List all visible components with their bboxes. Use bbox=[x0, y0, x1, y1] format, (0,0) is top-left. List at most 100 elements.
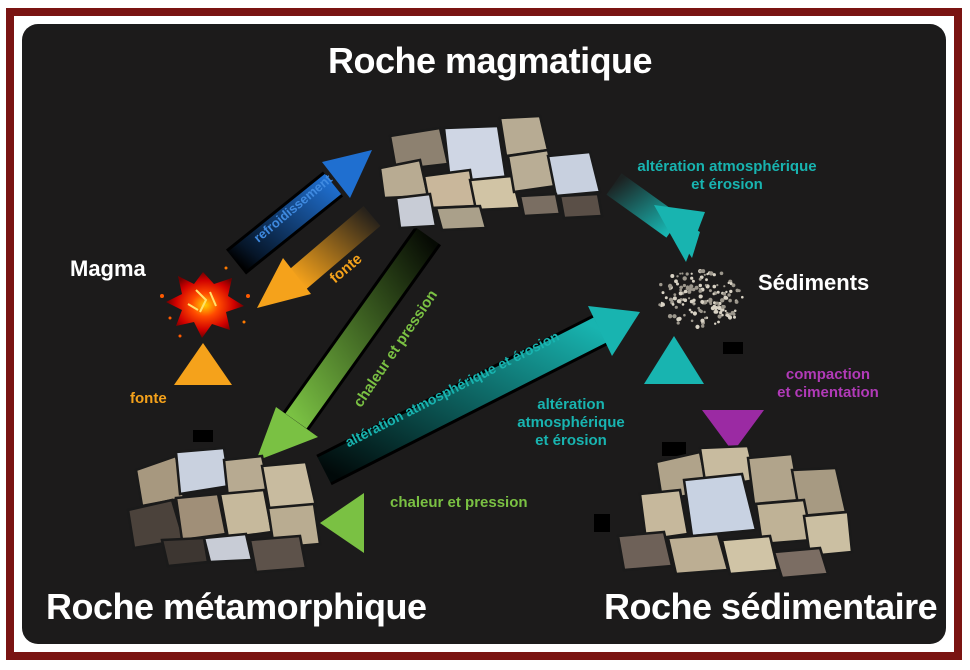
sediment-grain bbox=[675, 306, 678, 309]
sediment-grain bbox=[727, 293, 730, 296]
sediment-grain bbox=[677, 321, 680, 324]
sediment-grain bbox=[714, 323, 716, 325]
sediment-grain bbox=[670, 274, 674, 278]
process-label-chaleur-bottom: chaleur et pression bbox=[390, 494, 528, 512]
sediment-grain bbox=[708, 298, 712, 302]
sediment-grain bbox=[715, 303, 717, 305]
node-label-sedimentaire: Roche sédimentaire bbox=[604, 586, 937, 628]
sediment-grain bbox=[690, 311, 693, 314]
sediment-grain bbox=[672, 303, 675, 306]
sediment-grain bbox=[688, 297, 690, 299]
sediment-grain bbox=[698, 309, 701, 312]
sediment-grain bbox=[679, 289, 682, 292]
node-label-magmatique: Roche magmatique bbox=[328, 40, 652, 82]
sediment-grain bbox=[689, 309, 692, 312]
sediment-grain bbox=[700, 300, 704, 304]
sediment-grain bbox=[711, 306, 715, 310]
process-label-compaction: compaction et cimentation bbox=[762, 366, 894, 402]
process-label-fonte-lower: fonte bbox=[130, 390, 167, 408]
sediment-grain bbox=[680, 286, 683, 289]
sediment-grain bbox=[668, 314, 672, 318]
sediment-grain bbox=[690, 277, 693, 280]
sediment-grain bbox=[692, 299, 695, 302]
sediment-grain bbox=[709, 302, 712, 305]
sediment-grain bbox=[674, 279, 678, 283]
sediment-grain bbox=[683, 314, 686, 317]
magma-image bbox=[160, 267, 250, 339]
sediment-grain bbox=[669, 288, 671, 290]
sediment-grain bbox=[682, 303, 685, 306]
sediment-grain bbox=[741, 296, 744, 299]
sediment-grain bbox=[713, 293, 715, 295]
sediment-grain bbox=[701, 269, 705, 273]
sediment-grain bbox=[704, 274, 706, 276]
sediment-grain bbox=[679, 273, 681, 275]
sediment-grain bbox=[700, 295, 703, 298]
sediment-grain bbox=[731, 311, 735, 315]
sediment-grain bbox=[703, 311, 705, 313]
sediment-grain bbox=[723, 285, 725, 287]
sediments-image bbox=[658, 269, 743, 329]
sediment-grain bbox=[668, 284, 672, 288]
sediment-grain bbox=[699, 284, 702, 287]
process-label-alteration-lower-line1: altération bbox=[508, 396, 634, 414]
process-label-compaction-line1: compaction bbox=[762, 366, 894, 384]
sediment-grain bbox=[705, 284, 707, 286]
process-label-compaction-line2: et cimentation bbox=[762, 384, 894, 402]
process-label-alteration-top: altération atmosphérique et érosion bbox=[610, 158, 844, 194]
sediment-grain bbox=[735, 300, 739, 304]
sediment-grain bbox=[692, 280, 695, 283]
arrow-compaction bbox=[702, 342, 764, 452]
node-label-metamorphique: Roche métamorphique bbox=[46, 586, 427, 628]
sediment-grain bbox=[701, 324, 704, 327]
sediment-grain bbox=[682, 298, 685, 301]
sediment-grain bbox=[673, 293, 676, 296]
sediment-grain bbox=[693, 303, 695, 305]
sediment-grain bbox=[661, 302, 663, 304]
sediment-grain bbox=[728, 299, 732, 303]
sediment-grain bbox=[718, 314, 722, 318]
sediment-grain bbox=[713, 273, 716, 276]
sediment-grain bbox=[691, 273, 693, 275]
sediment-grain bbox=[684, 290, 688, 294]
sediment-grain bbox=[714, 310, 718, 314]
arrow-fonte-metamorphique-to-magma bbox=[174, 343, 232, 442]
sediment-grain bbox=[723, 292, 727, 296]
sediment-grain bbox=[720, 298, 724, 302]
node-label-sediments: Sédiments bbox=[758, 270, 869, 296]
sediment-grain bbox=[729, 290, 732, 293]
sediment-grain bbox=[695, 286, 699, 290]
sediment-grain bbox=[659, 283, 662, 286]
process-label-alteration-lower: altération atmosphérique et érosion bbox=[508, 396, 634, 450]
sediment-grain bbox=[716, 284, 718, 286]
sediment-grain bbox=[683, 276, 687, 280]
sediment-grain bbox=[717, 321, 720, 324]
rock-sedimentaire-image bbox=[618, 446, 852, 578]
arrow-alteration-magmatique-to-sediments bbox=[614, 184, 705, 262]
sediment-grain bbox=[695, 325, 699, 329]
sediment-grain bbox=[736, 289, 740, 293]
sediment-grain bbox=[672, 314, 676, 318]
process-label-alteration-lower-line2: atmosphérique bbox=[508, 414, 634, 432]
sediment-grain bbox=[715, 306, 718, 309]
sediment-grain bbox=[721, 305, 724, 308]
sediment-grain bbox=[733, 316, 736, 319]
sediment-grain bbox=[725, 310, 727, 312]
rock-metamorphique-image bbox=[128, 448, 320, 572]
sediment-grain bbox=[709, 289, 712, 292]
sediment-grain bbox=[699, 289, 703, 293]
process-label-alteration-lower-line3: et érosion bbox=[508, 432, 634, 450]
sediment-grain bbox=[673, 296, 677, 300]
sediment-grain bbox=[662, 291, 665, 294]
sediment-grain bbox=[706, 273, 708, 275]
sediment-grain bbox=[700, 319, 704, 323]
sediment-grain bbox=[691, 320, 694, 323]
sediment-grain bbox=[689, 284, 693, 288]
sediment-grain bbox=[677, 299, 681, 303]
sediment-grain bbox=[676, 317, 680, 321]
sediment-grain bbox=[686, 272, 689, 275]
rock-magmatique-image bbox=[380, 116, 602, 230]
sediment-grain bbox=[693, 311, 697, 315]
